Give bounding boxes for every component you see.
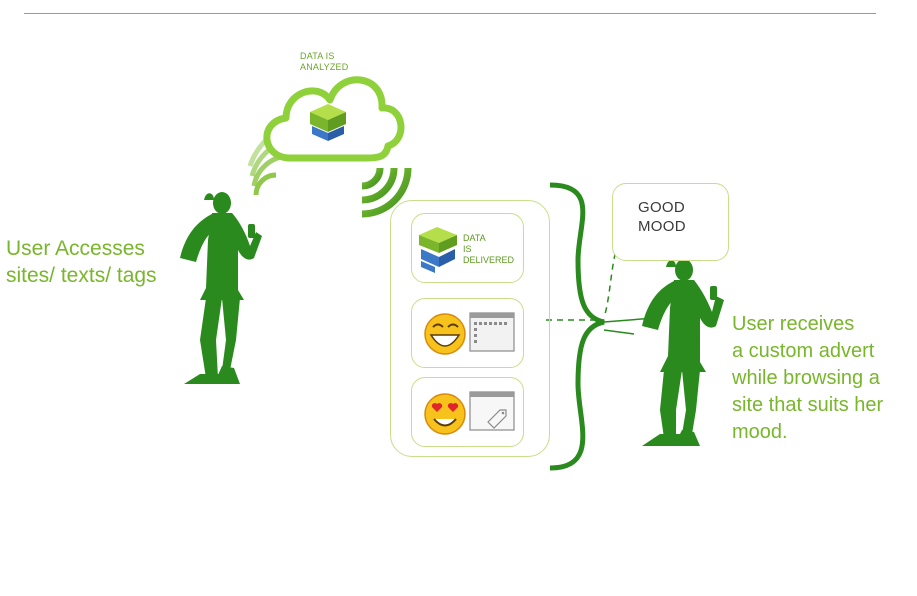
heart-eyes-face-icon	[424, 393, 466, 435]
top-rule	[24, 13, 876, 14]
user-receives-line1: User receives	[732, 313, 855, 335]
analyzed-caption: DATA IS ANALYZED	[300, 51, 348, 73]
data-blocks-delivered-icon	[419, 227, 457, 273]
delivery-panel	[390, 200, 550, 457]
mood-bubble	[612, 183, 729, 261]
user-receives-line2: a custom advert	[732, 340, 875, 362]
mood-line2: MOOD	[638, 218, 686, 235]
user-receives-line4: site that suits her	[732, 394, 884, 416]
user-receives-text: User receives a custom advert while brow…	[732, 311, 883, 446]
user-receives-line5: mood.	[732, 421, 788, 443]
card-grin-browser	[411, 298, 524, 368]
analyzed-line2: ANALYZED	[300, 62, 349, 72]
card-data-delivered	[411, 213, 524, 283]
mood-text: GOOD MOOD	[638, 198, 686, 236]
user-access-line2: sites/ texts/ tags	[6, 264, 157, 287]
analyzed-line1: DATA IS	[300, 51, 335, 61]
browser-window-icon	[469, 312, 515, 352]
woman-silhouette-right	[642, 259, 724, 446]
grinning-face-icon	[424, 313, 466, 355]
user-receives-line3: while browsing a	[732, 367, 880, 389]
delivered-caption: DATA IS DELIVERED	[463, 233, 514, 266]
price-tag-window-icon	[469, 391, 515, 431]
connector-lines	[546, 231, 655, 335]
curly-brace	[549, 182, 605, 471]
delivered-line2: IS	[463, 244, 472, 254]
card-love-tag	[411, 377, 524, 447]
user-access-line1: User Accesses	[6, 237, 145, 260]
user-access-text: User Accesses sites/ texts/ tags	[6, 235, 157, 289]
data-blocks-icon	[310, 104, 346, 141]
mood-line1: GOOD	[638, 199, 686, 216]
signal-waves-right-icon	[361, 167, 412, 218]
woman-silhouette-left	[180, 192, 262, 384]
delivered-line3: DELIVERED	[463, 255, 515, 265]
delivered-line1: DATA	[463, 233, 486, 243]
